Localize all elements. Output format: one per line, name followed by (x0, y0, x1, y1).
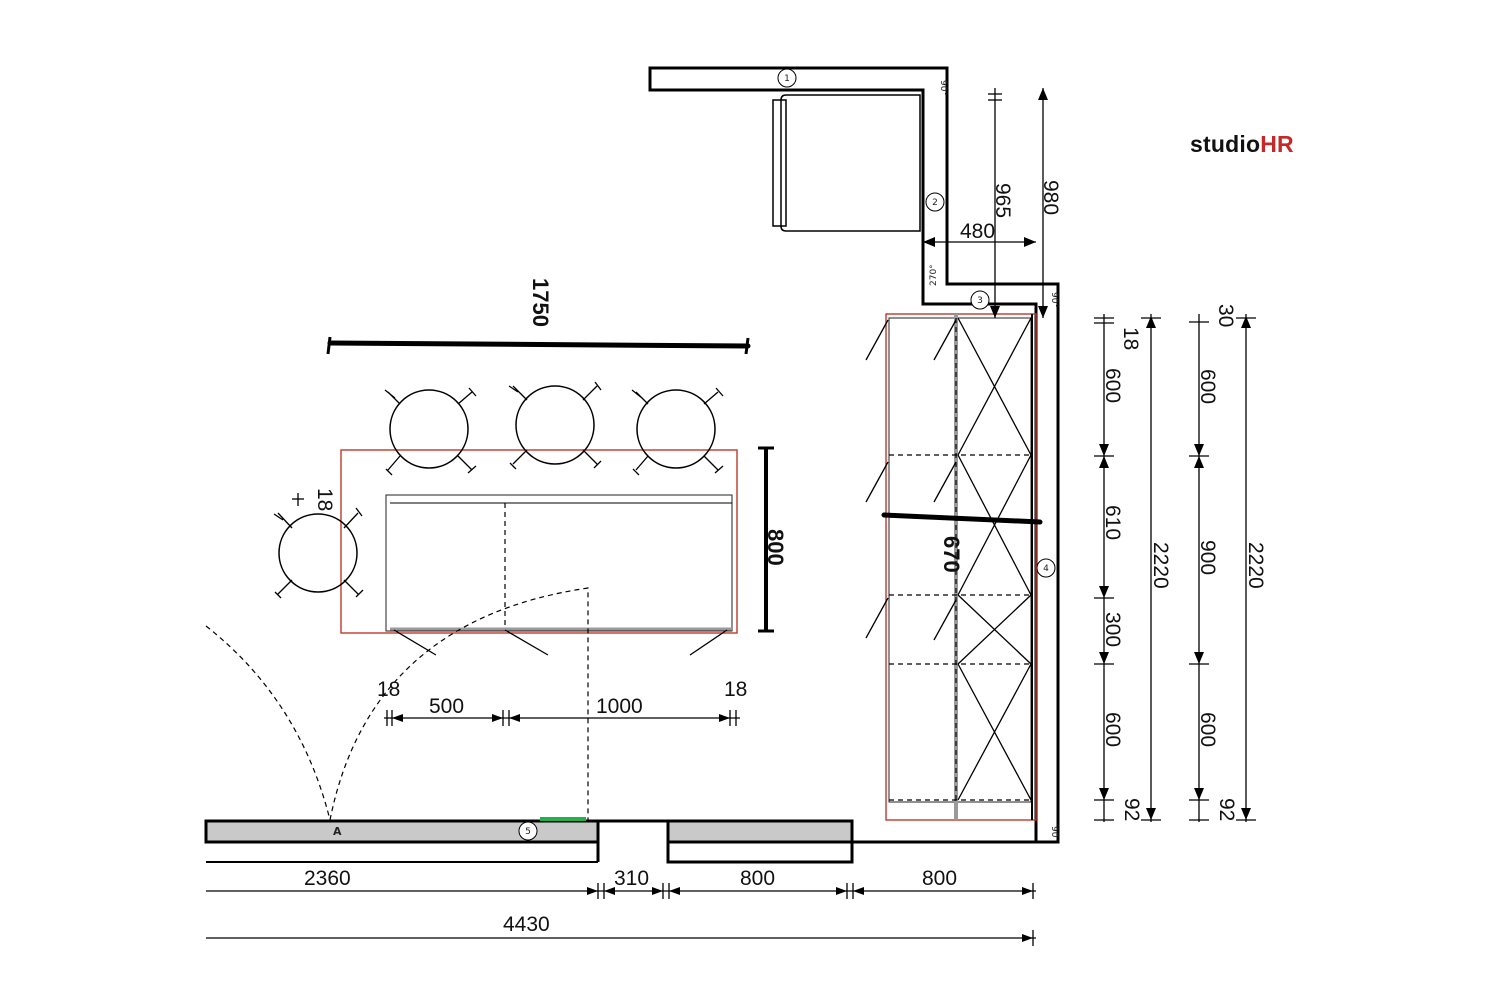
door-swing-arc (205, 587, 589, 821)
chair (384, 387, 477, 476)
wall-marker-4: 4 (1036, 558, 1056, 578)
angle-label-4: 90 (1049, 826, 1059, 838)
chain2-total: 2220 (1244, 542, 1267, 589)
dim-800-a: 800 (740, 867, 775, 890)
angle-label-3: 90° (1049, 292, 1059, 308)
dim-500: 500 (429, 695, 464, 718)
dim-800-b: 800 (922, 867, 957, 890)
chain2-900: 900 (1196, 540, 1219, 575)
chain1-610: 610 (1101, 505, 1124, 540)
chain2-600b: 600 (1196, 712, 1219, 747)
dim-800-island: 800 (763, 529, 788, 566)
wall-marker-5: 5 (518, 821, 538, 841)
angle-label-2: 270° (929, 264, 939, 286)
dim-18-left: 18 (377, 678, 400, 701)
chair (273, 507, 364, 599)
wall-marker-1: 1 (777, 68, 797, 88)
svg-text:3: 3 (977, 296, 983, 306)
svg-text:4: 4 (1043, 564, 1049, 574)
island (340, 449, 738, 656)
dim-2360: 2360 (304, 867, 351, 890)
chain1-600: 600 (1101, 368, 1124, 403)
chair (508, 381, 602, 470)
dim-18-right: 18 (724, 678, 747, 701)
wall-marker-2: 2 (925, 192, 945, 212)
svg-text:5: 5 (525, 827, 531, 837)
tall-unit-depth-label: 670 (939, 536, 964, 573)
armchair (772, 94, 921, 232)
studio-logo: studioHR (1190, 131, 1294, 158)
tall-units (865, 313, 1043, 821)
chain1-total: 2220 (1149, 542, 1172, 589)
dim-965: 965 (991, 183, 1014, 218)
dim-480: 480 (960, 220, 995, 243)
chain1-92: 92 (1120, 798, 1143, 821)
dim-1750: 1750 (528, 278, 553, 327)
chair (631, 387, 724, 476)
dim-18-chair: 18 (313, 488, 336, 511)
dim-4430: 4430 (503, 913, 550, 936)
dim-1000: 1000 (596, 695, 643, 718)
lower-wall (204, 817, 1058, 864)
svg-text:1: 1 (784, 74, 790, 84)
logo-text-red: HR (1260, 131, 1294, 157)
chain2-600: 600 (1196, 369, 1219, 404)
angle-label-1: 90° (938, 80, 948, 96)
svg-text:2: 2 (932, 198, 938, 208)
chain2-92: 92 (1215, 798, 1238, 821)
chain2-30: 30 (1214, 304, 1237, 327)
door-marker: A (333, 825, 342, 838)
wall-marker-3: 3 (970, 290, 990, 310)
logo-text-dark: studio (1190, 131, 1261, 157)
dim-310: 310 (614, 867, 649, 890)
chain1-18: 18 (1119, 327, 1142, 350)
dim-980: 980 (1039, 180, 1062, 215)
chain1-300: 300 (1101, 612, 1124, 647)
chain1-600b: 600 (1101, 712, 1124, 747)
